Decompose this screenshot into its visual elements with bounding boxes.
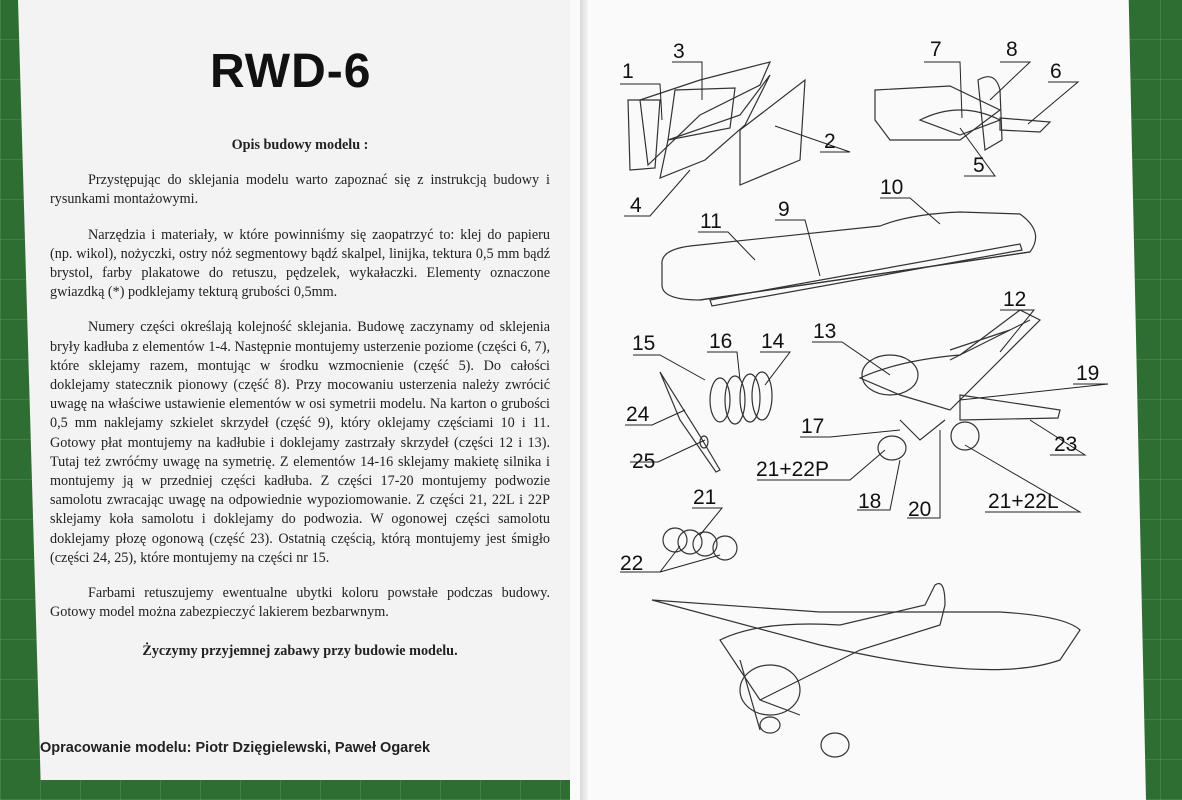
page-fold (580, 0, 588, 800)
label-part-1: 1 (622, 60, 634, 83)
model-credit: Opracowanie modelu: Piotr Dzięgielewski,… (40, 740, 431, 756)
label-part-21: 21 (693, 486, 716, 509)
wing-parts-drawing (661, 211, 1037, 307)
label-part-15: 15 (632, 332, 655, 355)
label-part-6: 6 (1050, 60, 1062, 83)
label-part-20: 20 (908, 498, 931, 521)
label-part-11: 11 (700, 210, 722, 233)
label-part-25: 25 (632, 450, 655, 473)
label-part-17: 17 (801, 415, 824, 438)
label-part-2: 2 (824, 130, 836, 153)
label-part-7: 7 (930, 38, 942, 61)
label-part-12: 12 (1003, 288, 1026, 311)
label-part-13: 13 (813, 320, 836, 343)
tail-parts-drawing (874, 76, 1052, 151)
label-part-4: 4 (630, 194, 642, 217)
label-part-23: 23 (1054, 433, 1077, 456)
label-part-21-22l: 21+22L (988, 490, 1059, 513)
wheel-parts-drawing (662, 527, 738, 561)
label-part-10: 10 (880, 176, 903, 199)
engine-parts-drawing (709, 371, 773, 425)
landing-gear-drawing (858, 309, 1061, 461)
paragraph-intro: Przystępując do sklejania modelu warto z… (50, 172, 550, 208)
closing-wish: Życzymy przyjemnej zabawy przy budowie m… (142, 643, 458, 660)
label-part-14: 14 (761, 330, 785, 353)
label-part-22: 22 (620, 552, 643, 575)
label-part-5: 5 (973, 154, 985, 177)
paragraph-finish: Farbami retuszujemy ewentualne ubytki ko… (50, 585, 550, 621)
completed-plane-drawing (651, 583, 1081, 758)
paragraph-assembly: Numery części określają kolejność skleja… (50, 319, 550, 566)
fuselage-parts-drawing (627, 61, 806, 186)
model-title: RWD-6 (210, 45, 372, 98)
label-part-19: 19 (1076, 362, 1099, 385)
label-part-16: 16 (709, 330, 732, 353)
instructions-subtitle: Opis budowy modelu : (231, 137, 369, 153)
label-part-8: 8 (1006, 38, 1018, 61)
label-part-18: 18 (858, 490, 881, 513)
label-part-9: 9 (778, 198, 790, 221)
label-part-24: 24 (626, 403, 650, 426)
paragraph-tools: Narzędzia i materiały, w które powinniśm… (50, 226, 550, 301)
instructions-text: Opis budowy modelu : Przystępując do skl… (50, 136, 550, 678)
right-page (570, 0, 1146, 800)
label-part-3: 3 (673, 40, 685, 63)
left-page (18, 0, 584, 780)
label-part-21-22p: 21+22P (756, 458, 829, 481)
